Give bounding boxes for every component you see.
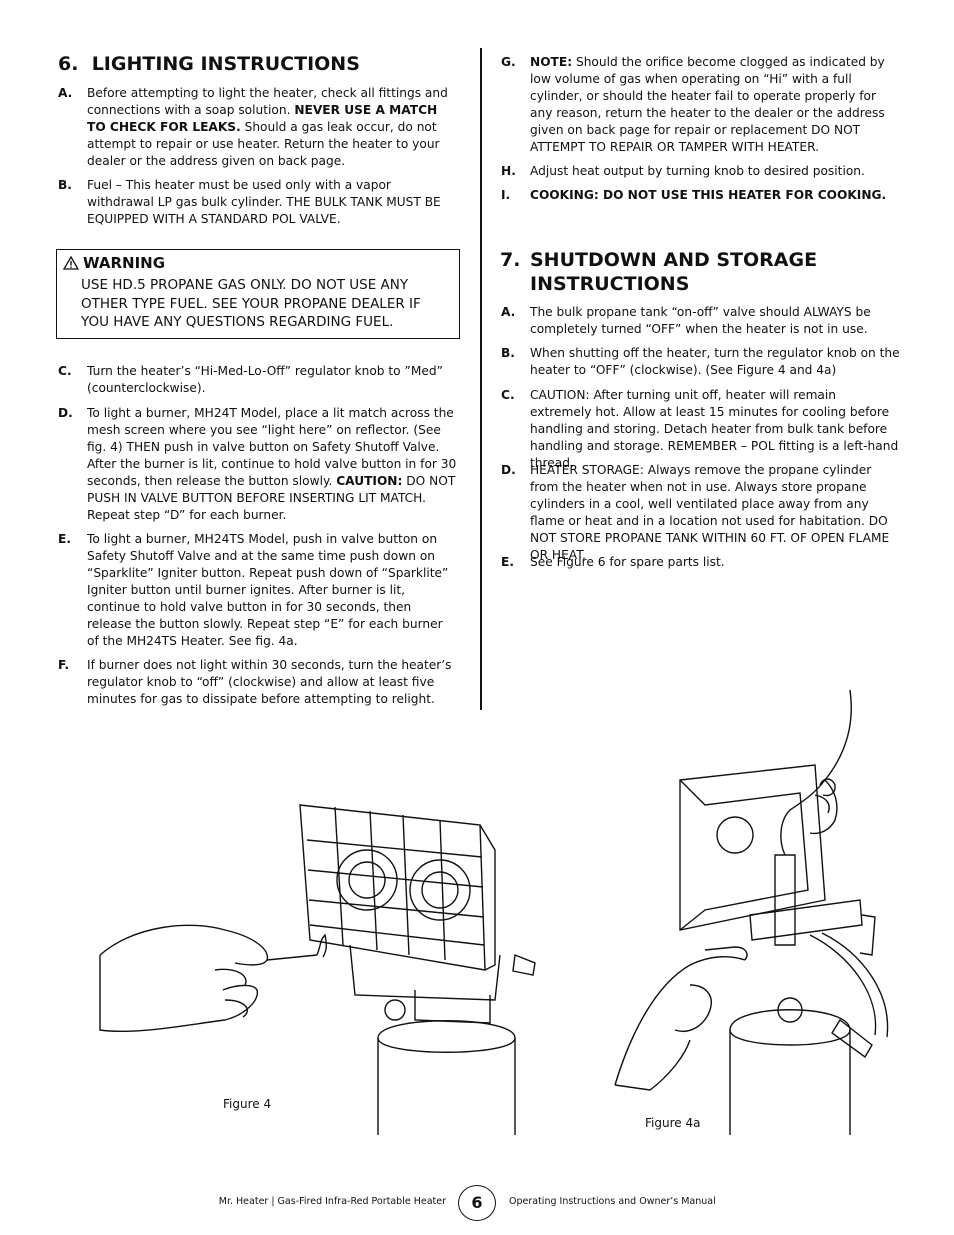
section-6-heading: LIGHTING INSTRUCTIONS (91, 53, 360, 75)
column-divider (480, 48, 482, 710)
step-6f: F. If burner does not light within 30 se… (58, 658, 452, 706)
step-6d: D. To light a burner, MH24T Model, place… (58, 406, 457, 522)
step-7a: A. The bulk propane tank “on-off” valve … (501, 305, 871, 336)
warning-title: WARNING (83, 254, 166, 272)
page-number: 6 (458, 1185, 496, 1221)
warning-triangle-icon (62, 255, 80, 270)
section-7-number: 7. (500, 249, 521, 271)
figure-4a-illustration (614, 689, 889, 1135)
step-7e: E. See Figure 6 for spare parts list. (501, 555, 725, 569)
warning-text: USE HD.5 PROPANE GAS ONLY. DO NOT USE AN… (81, 277, 421, 330)
footer-right-text: Operating Instructions and Owner’s Manua… (509, 1196, 716, 1207)
step-7c: C. CAUTION: After turning unit off, heat… (501, 388, 899, 470)
footer-left-text: Mr. Heater | Gas-Fired Infra-Red Portabl… (218, 1196, 446, 1207)
section-6-title: 6. LIGHTING INSTRUCTIONS (58, 52, 360, 76)
warning-box: WARNING USE HD.5 PROPANE GAS ONLY. DO NO… (56, 249, 460, 339)
step-7b: B. When shutting off the heater, turn th… (501, 346, 900, 377)
section-6-number: 6. (58, 53, 79, 75)
step-6e: E. To light a burner, MH24TS Model, push… (58, 532, 449, 648)
figure-4-illustration (99, 804, 536, 1135)
step-6c: C. Turn the heater’s “Hi-Med-Lo-Off” reg… (58, 364, 443, 395)
section-7-heading-line2: INSTRUCTIONS (530, 273, 690, 295)
section-7-heading-line1: SHUTDOWN AND STORAGE (530, 249, 818, 271)
step-6g: G. NOTE: Should the orifice become clogg… (501, 55, 885, 154)
step-6h: H. Adjust heat output by turning knob to… (501, 164, 865, 178)
step-6a: A. Before attempting to light the heater… (58, 86, 448, 168)
step-7d: D. HEATER STORAGE: Always remove the pro… (501, 463, 890, 562)
step-6i: I. COOKING: DO NOT USE THIS HEATER FOR C… (501, 188, 887, 202)
page-footer: Mr. Heater | Gas-Fired Infra-Red Portabl… (0, 1185, 954, 1221)
figure-4a-caption: Figure 4a (645, 1116, 701, 1130)
step-6b: B. Fuel – This heater must be used only … (58, 178, 441, 226)
figure-4-caption: Figure 4 (223, 1097, 272, 1111)
